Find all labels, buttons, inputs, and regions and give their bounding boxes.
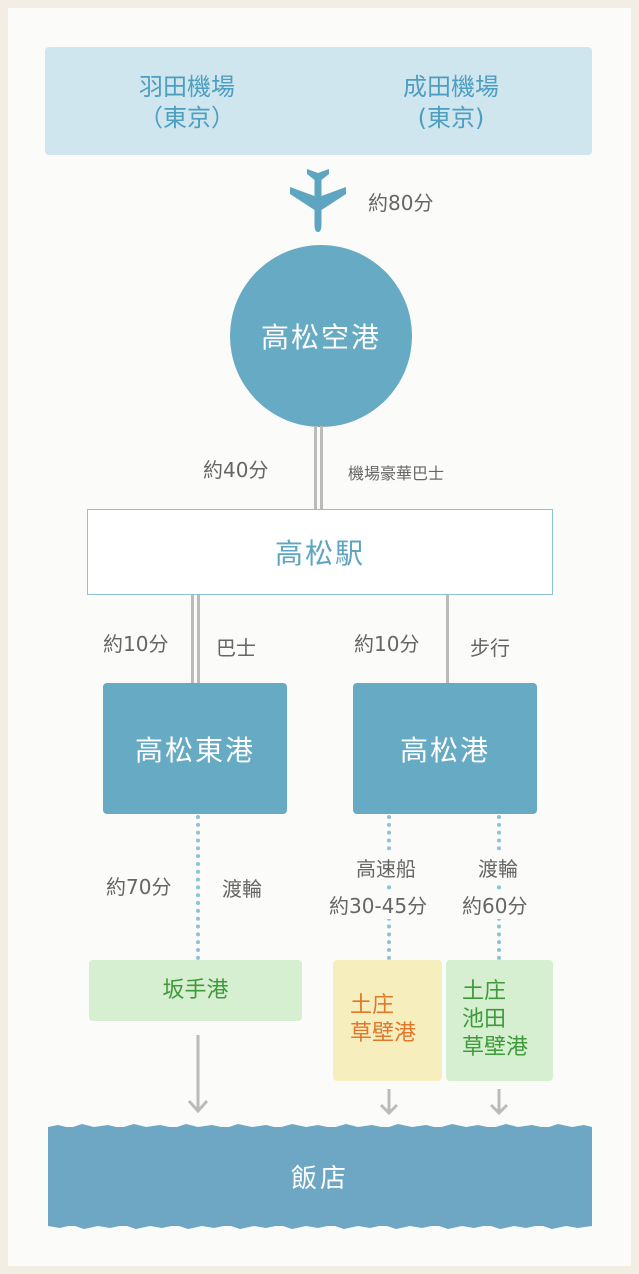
ferry-line-tonosho [497, 815, 501, 960]
takamatsu-port-label: 高松港 [399, 733, 490, 767]
bus-time: 約10分 [103, 632, 169, 656]
flight-time-label: 約80分 [368, 191, 434, 215]
torn-edge-bottom [48, 1222, 592, 1229]
connector-airport-station-left [314, 426, 317, 510]
origin-haneda: 羽田機場 （東京） [102, 72, 272, 134]
arrow-down-icon [489, 1089, 509, 1116]
origin-narita-city: (東京) [417, 104, 485, 132]
bus-mode: 巴士 [216, 636, 256, 660]
takamatsu-airport-label: 高松空港 [260, 321, 381, 354]
connector-airport-station-right [320, 426, 323, 510]
origin-narita: 成田機場 (東京) [366, 72, 536, 134]
airplane-icon [290, 169, 346, 232]
fast-boat-mode: 高速船 [356, 853, 416, 882]
airport-bus-time: 約40分 [203, 458, 269, 482]
takamatsu-port-node: 高松港 [353, 683, 537, 814]
connector-station-eastport-left [191, 595, 194, 683]
origin-haneda-city: （東京） [139, 104, 235, 132]
arrow-down-icon [187, 1035, 209, 1114]
destination-tonosho-kusakabe: 土庄 草壁港 [333, 960, 442, 1081]
origin-haneda-name: 羽田機場 [139, 73, 235, 101]
destination-sakate-port: 坂手港 [89, 960, 302, 1021]
hotel-label: 飯店 [290, 1164, 349, 1194]
takamatsu-east-port-label: 高松東港 [134, 733, 255, 767]
ferry-east-time: 約70分 [106, 875, 172, 899]
walk-mode: 步行 [470, 636, 510, 660]
takamatsu-airport-node: 高松空港 [230, 245, 412, 427]
walk-time: 約10分 [354, 632, 420, 656]
torn-edge-top [48, 1124, 592, 1131]
fast-boat-line [387, 815, 391, 960]
destination-tonosho-label: 土庄 [350, 993, 395, 1018]
destination-tonosho-ikeda-kusakabe: 土庄 池田 草壁港 [446, 960, 553, 1081]
takamatsu-station-label: 高松駅 [274, 537, 365, 570]
connector-station-eastport-right [197, 595, 200, 683]
origin-narita-name: 成田機場 [403, 73, 499, 101]
fast-boat-time: 約30-45分 [329, 890, 428, 919]
airport-bus-mode: 機場豪華巴士 [348, 464, 445, 483]
connector-station-port [446, 595, 449, 683]
destination-sakate-label: 坂手港 [162, 977, 229, 1003]
destination-kusakabe-label: 草壁港 [350, 1021, 417, 1046]
ferry-port-mode: 渡輪 [478, 853, 518, 882]
takamatsu-station-node: 高松駅 [87, 509, 553, 595]
ferry-line-sakate [196, 815, 200, 960]
destination-kusakabe-label: 草壁港 [462, 1035, 529, 1060]
hotel-band: 飯店 [48, 1127, 592, 1226]
destination-tonosho-label: 土庄 [462, 979, 507, 1004]
arrow-down-icon [379, 1089, 399, 1116]
takamatsu-east-port-node: 高松東港 [103, 683, 287, 814]
ferry-port-time: 約60分 [462, 890, 528, 919]
origin-airports-band [45, 47, 592, 155]
ferry-east-mode: 渡輪 [222, 877, 262, 901]
destination-ikeda-label: 池田 [462, 1007, 507, 1032]
